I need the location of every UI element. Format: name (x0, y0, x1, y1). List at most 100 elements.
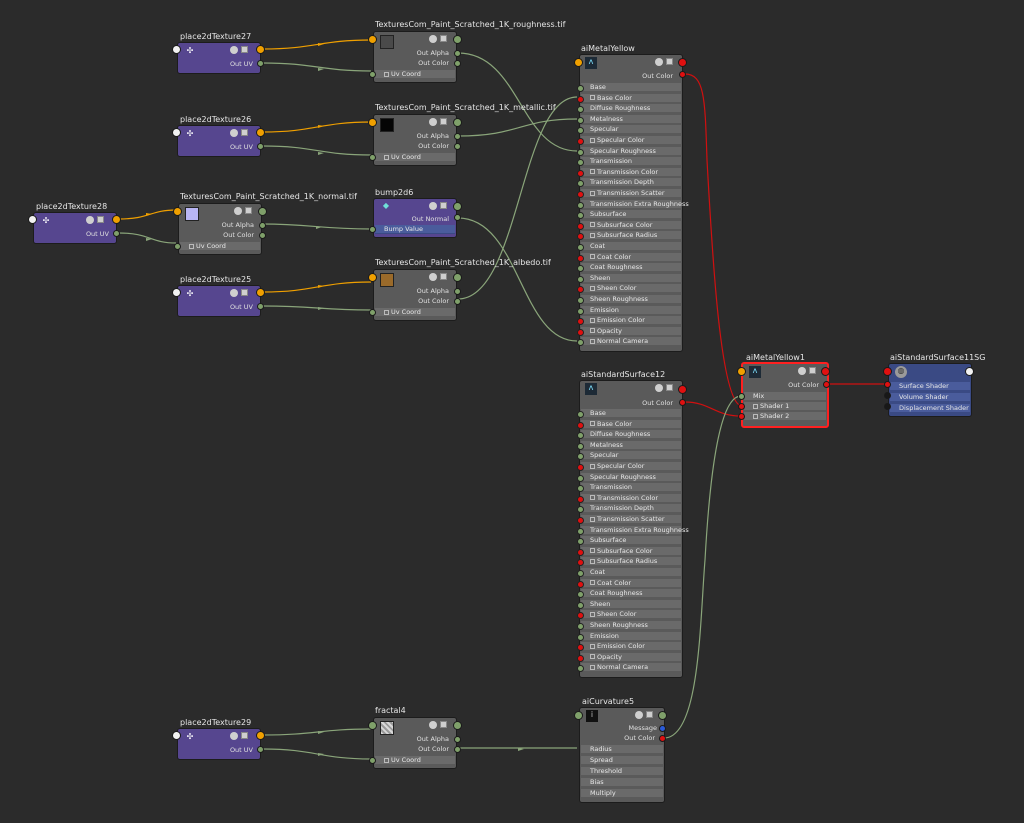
input-plug[interactable] (172, 45, 181, 54)
output-plug[interactable] (821, 367, 830, 376)
shader1-port[interactable]: Shader 1 (744, 402, 826, 411)
swatch-toggle-icon[interactable] (230, 732, 238, 740)
shader2-plug[interactable] (738, 413, 745, 420)
expand-icon[interactable] (590, 317, 595, 323)
attribute-list-icon[interactable] (241, 129, 248, 136)
expand-icon[interactable] (590, 254, 595, 260)
attr-diffuse-roughness[interactable]: Diffuse Roughness (577, 104, 681, 114)
attr-plug[interactable] (577, 106, 584, 114)
output-plug-orange[interactable] (256, 731, 265, 740)
attr-plug[interactable] (577, 254, 584, 262)
out-uv-port[interactable]: Out UV (229, 746, 253, 754)
spread-port[interactable]: Spread (581, 756, 663, 765)
out-color-port[interactable]: Out Color (642, 399, 673, 407)
input-plug-orange[interactable] (368, 35, 377, 44)
uv-coord-plug[interactable] (369, 71, 376, 78)
node-body[interactable]: ⅰ Message Out Color Radius Spread Thresh… (579, 707, 665, 803)
swatch-toggle-icon[interactable] (429, 35, 437, 43)
attr-plug[interactable] (577, 148, 584, 156)
attr-transmission-scatter[interactable]: Transmission Scatter (577, 515, 681, 524)
expand-icon[interactable] (384, 71, 389, 77)
attribute-list-icon[interactable] (241, 46, 248, 53)
attr-plug[interactable] (577, 191, 584, 198)
swatch-toggle-icon[interactable] (429, 202, 437, 210)
attr-plug[interactable] (577, 623, 584, 630)
out-color-port[interactable]: Out Color (418, 745, 449, 753)
attr-base[interactable]: Base (577, 409, 681, 418)
attr-transmission-color[interactable]: Transmission Color (577, 493, 681, 503)
node-fractal4[interactable]: fractal4 Out Alpha Out Color Uv Coord (373, 706, 457, 769)
expand-icon[interactable] (590, 169, 595, 175)
out-color-plug[interactable] (679, 399, 686, 406)
attr-plug[interactable] (577, 591, 584, 599)
out-color-plug[interactable] (454, 746, 461, 753)
attr-plug[interactable] (577, 318, 584, 326)
attr-plug[interactable] (577, 138, 584, 145)
attr-emission[interactable]: Emission (577, 305, 681, 315)
attr-specular-color[interactable]: Specular Color (577, 462, 681, 471)
expand-icon[interactable] (753, 403, 758, 409)
attr-plug[interactable] (577, 275, 584, 283)
attr-plug[interactable] (577, 265, 584, 273)
attr-subsurface-radius[interactable]: Subsurface Radius (577, 231, 681, 241)
attribute-list-icon[interactable] (440, 202, 447, 209)
attribute-list-icon[interactable] (666, 58, 673, 65)
out-normal-plug[interactable] (454, 214, 461, 221)
uv-coord-port[interactable]: Uv Coord (375, 70, 455, 79)
uv-coord-plug[interactable] (174, 243, 181, 250)
node-aimetalyellow1[interactable]: aiMetalYellow1 ʌ Out Color Mix Shader 1 … (741, 353, 829, 428)
attr-plug[interactable] (577, 159, 584, 167)
attr-plug[interactable] (577, 485, 584, 493)
bias-port[interactable]: Bias (581, 778, 663, 787)
attr-transmission-extra-roughness[interactable]: Transmission Extra Roughness (577, 525, 689, 535)
output-plug[interactable] (678, 385, 687, 394)
attr-base-color[interactable]: Base Color (577, 93, 681, 103)
attr-sheen[interactable]: Sheen (577, 599, 681, 609)
shader2-port[interactable]: Shader 2 (744, 412, 826, 421)
shader1-plug[interactable] (738, 403, 745, 410)
attribute-list-icon[interactable] (97, 216, 104, 223)
node-place2dtexture25[interactable]: place2dTexture25 ✣ Out UV (177, 275, 261, 317)
out-color-port[interactable]: Out Color (418, 59, 449, 67)
attr-plug[interactable] (577, 464, 584, 471)
swatch-toggle-icon[interactable] (234, 207, 242, 215)
out-color-port[interactable]: Out Color (642, 72, 673, 80)
attribute-list-icon[interactable] (440, 118, 447, 125)
out-color-port[interactable]: Out Color (624, 734, 655, 742)
node-body[interactable]: Out Alpha Out Color Uv Coord (373, 114, 457, 166)
attr-sheen[interactable]: Sheen (577, 273, 681, 283)
expand-icon[interactable] (590, 516, 595, 522)
out-color-port[interactable]: Out Color (788, 381, 819, 389)
expand-icon[interactable] (384, 309, 389, 315)
node-body[interactable]: ✣ Out UV (177, 125, 261, 157)
attr-base-color[interactable]: Base Color (577, 419, 681, 429)
attr-plug[interactable] (577, 633, 584, 641)
mix-port[interactable]: Mix (744, 392, 826, 401)
out-uv-plug[interactable] (257, 746, 264, 753)
input-plug-orange[interactable] (173, 207, 182, 216)
attr-normal-camera[interactable]: Normal Camera (577, 337, 681, 347)
attribute-list-icon[interactable] (666, 384, 673, 391)
out-uv-port[interactable]: Out UV (229, 60, 253, 68)
bump-value-plug[interactable] (369, 226, 376, 233)
attr-specular-roughness[interactable]: Specular Roughness (577, 472, 681, 482)
node-place2dtexture29[interactable]: place2dTexture29 ✣ Out UV (177, 718, 261, 760)
attr-subsurface[interactable]: Subsurface (577, 210, 681, 220)
node-file-albedo[interactable]: TexturesCom_Paint_Scratched_1K_albedo.ti… (373, 258, 551, 321)
attr-plug[interactable] (577, 233, 584, 241)
node-file-normal[interactable]: TexturesCom_Paint_Scratched_1K_normal.ti… (178, 192, 357, 255)
node-body[interactable]: Out Alpha Out Color Uv Coord (373, 269, 457, 321)
attr-metalness[interactable]: Metalness (577, 440, 681, 450)
input-plug-orange[interactable] (737, 367, 746, 376)
uv-coord-plug[interactable] (369, 309, 376, 316)
node-body[interactable]: ◆ Out Normal Bump Value (373, 198, 457, 238)
attr-plug[interactable] (577, 411, 584, 418)
attr-plug[interactable] (577, 169, 584, 177)
expand-icon[interactable] (590, 285, 595, 291)
swatch-toggle-icon[interactable] (429, 273, 437, 281)
attr-plug[interactable] (577, 580, 584, 588)
attr-plug[interactable] (577, 453, 584, 461)
